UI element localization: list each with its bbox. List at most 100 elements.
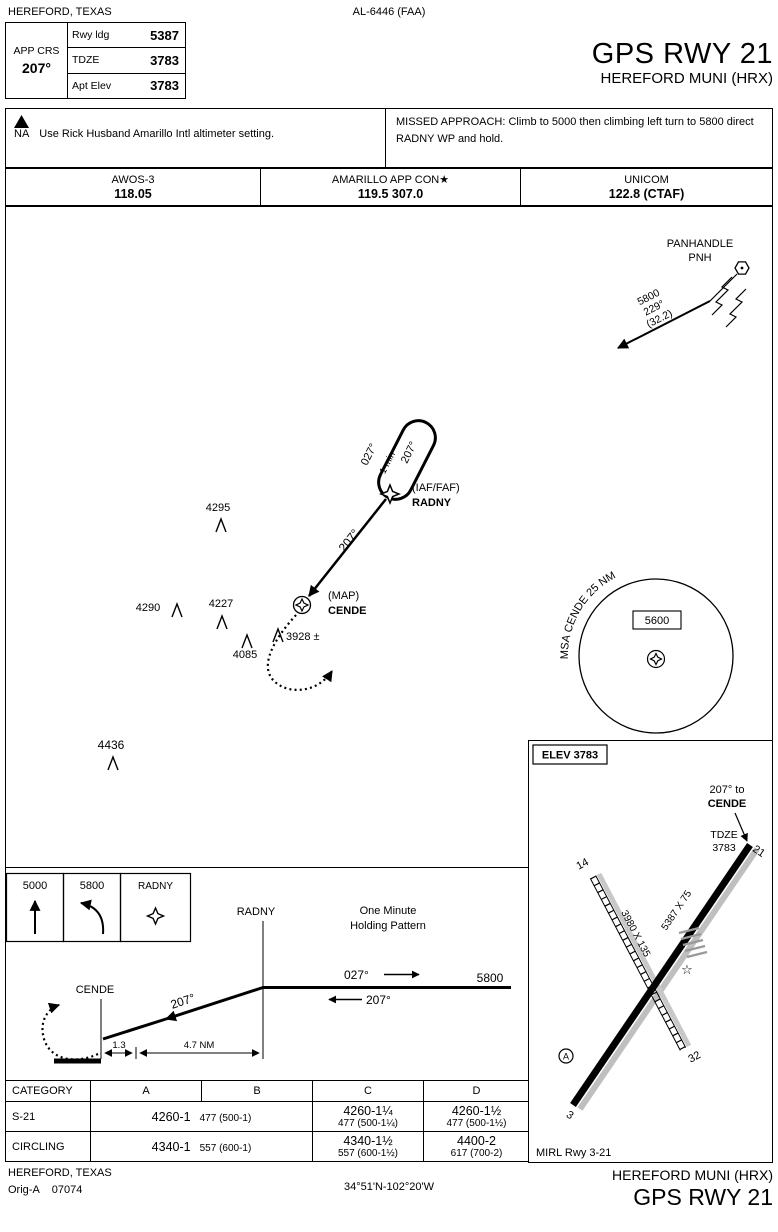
profile-missed-approach-path: [41, 1002, 99, 1061]
runway-3-21: [570, 843, 753, 1107]
minima-category-header: CATEGORY: [6, 1081, 90, 1101]
obstacle-elev-1: 4295: [206, 502, 230, 514]
app-crs-label: APP CRS: [13, 45, 60, 57]
na-label: NA: [14, 128, 30, 140]
profile-hold-outbound: 207°: [366, 993, 391, 1007]
minima-table: CATEGORY A B C D S-21 4260-1 477 (500-1)…: [5, 1080, 530, 1162]
obstacle-icon: [215, 517, 227, 533]
hold-inbound-course: 027°: [359, 442, 380, 468]
msa-altitude: 5600: [645, 615, 669, 627]
comm-appcon-freq: 119.5 307.0: [357, 187, 424, 201]
runway-32-label: 32: [686, 1049, 702, 1065]
course-to-map-line1: 207° to: [710, 784, 745, 796]
distance-label-1: 1.3: [112, 1040, 125, 1051]
airport-sketch: ELEV 3783 207° to CENDE TDZE 3783 21: [528, 740, 773, 1163]
minima-circling-ab: 4340-1 557 (600-1): [91, 1132, 312, 1161]
header-city-state: HEREFORD, TEXAS: [8, 6, 112, 18]
parking-area-letter: A: [563, 1052, 569, 1062]
approach-direction-arrow: [734, 812, 748, 842]
minima-value: 4400-2: [457, 1133, 496, 1148]
minima-row-label: S-21: [6, 1102, 90, 1131]
field-elevation-box: [532, 744, 608, 765]
msa-altitude-box: [632, 610, 682, 630]
radny-waypoint-icon: [379, 483, 401, 505]
runway-14-label: 14: [574, 856, 590, 872]
rwy-ldg-label: Rwy ldg: [72, 29, 110, 42]
missed-approach-text: MISSED APPROACH: Climb to 5000 then clim…: [396, 116, 754, 145]
obstacle-elev-5: 4436: [98, 738, 125, 752]
footer-revision-id: Orig-A: [8, 1184, 40, 1196]
footer-revision: Orig-A 07074: [8, 1184, 82, 1196]
rwy-ldg-row: Rwy ldg 5387: [68, 23, 185, 49]
minima-value-sub: 557 (600-1½): [337, 1147, 399, 1159]
field-elevation: ELEV 3783: [542, 750, 598, 762]
hold-time: 1 min: [378, 450, 398, 476]
profile-hold-inbound: 027°: [344, 968, 369, 982]
runway-3-21-dimensions: 5387 X 75: [660, 888, 695, 932]
runway-lighting-note: MIRL Rwy 3-21: [536, 1147, 611, 1159]
profile-canvas: 5000 5800 RADNY RADNY One Minute Holding…: [6, 872, 511, 1064]
comm-appcon-cell: AMARILLO APP CON★ 119.5 307.0: [261, 169, 521, 205]
minima-cat-a: A: [91, 1081, 201, 1101]
course-to-map-line2: CENDE: [708, 798, 747, 810]
runway-21-label-group: 21: [750, 843, 767, 860]
hold-time-group: 1 min: [378, 450, 398, 476]
briefing-strip: APP CRS 207° Rwy ldg 5387 TDZE 3783 Apt …: [5, 22, 186, 99]
alternate-icon-letter: A: [19, 120, 25, 129]
footer-right-block: HEREFORD MUNI (HRX) GPS RWY 21: [612, 1167, 773, 1211]
minima-s21-ab: 4260-1 477 (500-1): [91, 1102, 312, 1131]
minima-s21-c: 4260-1¼ 477 (500-1¼): [313, 1102, 423, 1131]
waypoint-star-icon: [145, 906, 166, 926]
obstacle-icon: [107, 755, 119, 771]
radny-name: RADNY: [412, 497, 452, 509]
communications-strip: AWOS-3 118.05 AMARILLO APP CON★ 119.5 30…: [5, 168, 773, 206]
runway-14-label-group: 14: [574, 856, 590, 872]
navaid-name: PANHANDLE: [667, 238, 733, 250]
chart-id: AL-6446 (FAA): [352, 6, 426, 18]
minima-value-sub: 477 (500-1½): [446, 1117, 507, 1129]
comm-unicom-cell: UNICOM 122.8 (CTAF): [521, 169, 772, 205]
obstacle-icon: [241, 633, 253, 649]
comm-awos-name: AWOS-3: [111, 173, 155, 186]
plan-view: PANHANDLE PNH 5800 229° (32.2) 027°: [5, 206, 773, 868]
briefing-data-table: Rwy ldg 5387 TDZE 3783 Apt Elev 3783: [68, 23, 185, 98]
comm-unicom-freq: 122.8 (CTAF): [608, 186, 685, 201]
cende-name: CENDE: [328, 605, 367, 617]
distance-label-2: 4.7 NM: [184, 1040, 215, 1051]
footer-procedure-title: GPS RWY 21: [633, 1184, 773, 1210]
footer-city-state: HEREFORD, TEXAS: [8, 1167, 112, 1179]
runway-14-32: [589, 875, 687, 1051]
airport-sketch-canvas: ELEV 3783 207° to CENDE TDZE 3783 21: [532, 744, 767, 1159]
tdze-label: TDZE: [72, 54, 100, 67]
procedure-title: GPS RWY 21: [591, 38, 773, 70]
obstacle-elev-4: 4085: [233, 649, 257, 661]
profile-radny-label: RADNY: [237, 906, 276, 918]
minima-value-sub: 617 (700-2): [450, 1147, 503, 1159]
descent-line-continuation: [102, 1017, 167, 1041]
missed-approach-icon-boxes: [6, 872, 192, 943]
descent-course-group: 207°: [169, 991, 197, 1012]
hold-outbound-course: 207°: [399, 440, 420, 466]
runway-3-label: 3: [564, 1109, 576, 1122]
minima-value-sub: 557 (600-1): [199, 1142, 252, 1154]
tdze-value: 3783: [150, 52, 179, 68]
radny-role: (IAF/FAF): [412, 482, 460, 494]
descent-line: [164, 986, 264, 1022]
msa-center-waypoint-icon: [646, 649, 666, 669]
runway-14-32-shadow: [596, 872, 692, 1048]
final-course-group: 207°: [336, 526, 363, 554]
hold-outbound-group: 207°: [399, 440, 420, 466]
descent-course-label: 207°: [169, 991, 197, 1012]
profile-view: 5000 5800 RADNY RADNY One Minute Holding…: [5, 868, 528, 1080]
minima-value: 4340-1: [151, 1139, 191, 1154]
minima-circling-d: 4400-2 617 (700-2): [424, 1132, 529, 1161]
footer-coordinates: 34°51'N-102°20'W: [343, 1181, 435, 1193]
holding-note-2: Holding Pattern: [350, 920, 426, 932]
final-course-label: 207°: [336, 526, 363, 554]
minima-circling-c: 4340-1½ 557 (600-1½): [313, 1132, 423, 1161]
minima-s21-d: 4260-1½ 477 (500-1½): [424, 1102, 529, 1131]
missed-approach-path: [266, 614, 333, 691]
